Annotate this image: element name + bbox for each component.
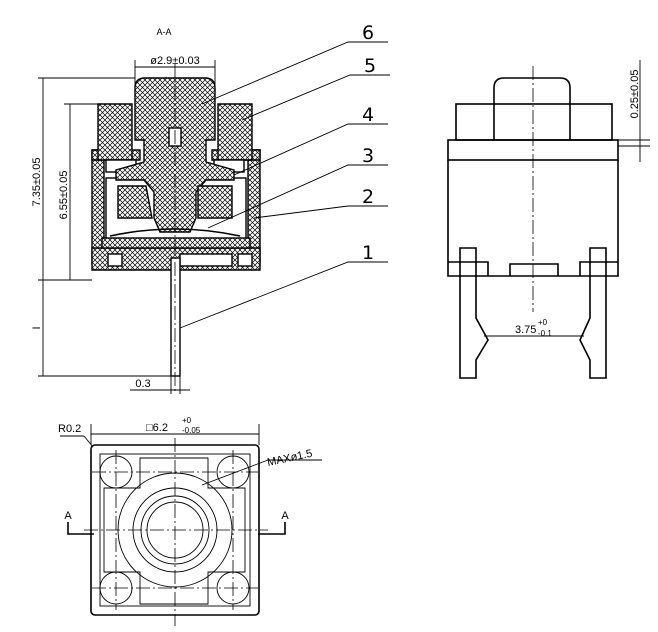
side-pin-right xyxy=(579,247,607,379)
svg-text:4: 4 xyxy=(362,104,374,126)
cover-right xyxy=(217,103,253,161)
svg-text:6: 6 xyxy=(362,22,374,44)
svg-text:2: 2 xyxy=(362,186,374,208)
side-cap xyxy=(493,77,571,140)
dim-body-size: □6.2 xyxy=(146,422,168,434)
dim-body-height: 6.55±0.05 xyxy=(58,171,70,220)
balloon-1: 1 xyxy=(179,242,388,329)
cover-left xyxy=(97,103,133,161)
terminal xyxy=(170,257,181,377)
dim-terminal-length: I xyxy=(31,326,43,329)
base-slot-left xyxy=(107,253,123,267)
stem-left xyxy=(117,185,153,219)
dim-terminal-width: 0.3 xyxy=(135,378,150,390)
balloon-4: 4 xyxy=(233,104,388,176)
dim-pin-pitch-lower: -0.1 xyxy=(538,329,552,338)
balloon-2: 2 xyxy=(253,186,388,219)
dim-body-size-lower: -0.05 xyxy=(182,426,201,435)
dim-max-hole: MAXø1.5 xyxy=(266,448,313,469)
section-view: A-A ø2.9±0.03 xyxy=(31,22,390,394)
base-slot-right xyxy=(237,253,253,267)
balloon-3: 3 xyxy=(207,145,388,229)
fixed-contact xyxy=(101,237,251,249)
section-title: A-A xyxy=(156,27,171,37)
dim-body-size-upper: +0 xyxy=(182,416,192,425)
side-pin-left xyxy=(459,247,489,379)
svg-text:1: 1 xyxy=(362,242,374,264)
side-view: 0.25±0.05 3.75 +0 -0.1 xyxy=(447,60,650,379)
dim-cap-protrusion: 0.25±0.05 xyxy=(629,70,641,119)
stem-right xyxy=(197,185,233,219)
balloon-6: 6 xyxy=(201,22,388,105)
balloon-5: 5 xyxy=(241,55,390,121)
section-marker-left: A xyxy=(64,510,72,522)
dim-cap-diameter: ø2.9±0.03 xyxy=(150,55,199,67)
svg-text:3: 3 xyxy=(362,145,374,167)
base-slot-mid xyxy=(179,253,233,267)
svg-text:5: 5 xyxy=(364,55,376,77)
dim-pin-pitch: 3.75 xyxy=(515,324,536,336)
top-view: A A □6.2 +0 -0.05 R0.2 MAXø1.5 xyxy=(58,416,322,626)
top-frame xyxy=(103,457,246,605)
dim-corner-radius: R0.2 xyxy=(58,423,81,435)
dim-pin-pitch-upper: +0 xyxy=(538,318,548,327)
dim-total-height: 7.35±0.05 xyxy=(31,158,43,207)
side-cover xyxy=(455,103,613,141)
section-marker-right: A xyxy=(281,510,289,522)
